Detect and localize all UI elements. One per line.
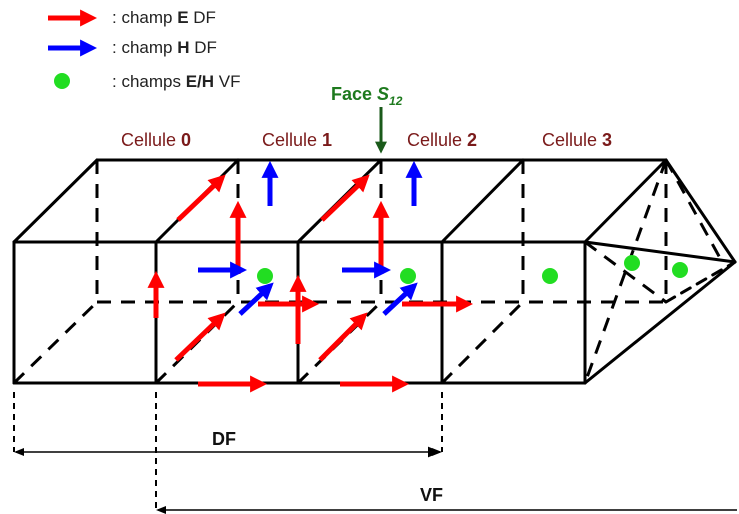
df-dimension: DF [13,392,443,458]
e-arrow-icon [320,174,370,222]
face-s12-annotation: Face S12 [331,84,403,154]
vf-dots [257,255,688,284]
h-arrow-icon [382,282,418,316]
vf-dot-icon [672,262,688,278]
cell-label-3: Cellule 3 [542,130,612,150]
e-arrow-icon [174,312,226,362]
vf-dot-icon [624,255,640,271]
face-s12-label: Face S12 [331,84,403,108]
e-field-arrows [147,174,474,393]
cell-label-2: Cellule 2 [407,130,477,150]
legend-e-label: : champ E DF [112,8,216,27]
cell-label-1: Cellule 1 [262,130,332,150]
vf-dot-icon [400,268,416,284]
cell-label-0: Cellule 0 [121,130,191,150]
legend-vf-label: : champs E/H VF [112,72,241,91]
cell-labels: Cellule 0 Cellule 1 Cellule 2 Cellule 3 [121,130,612,150]
vf-dimension: VF [155,392,737,514]
vf-dot-icon [257,268,273,284]
legend-vf-dot-icon [54,73,70,89]
h-field-arrows [198,160,423,316]
e-arrow-icon [176,174,226,222]
h-arrow-icon [238,282,274,316]
vf-label: VF [420,485,443,505]
legend: : champ E DF : champ H DF : champs E/H V… [48,8,241,91]
vf-dot-icon [542,268,558,284]
e-arrow-icon [318,312,368,362]
df-label: DF [212,429,236,449]
legend-h-label: : champ H DF [112,38,217,57]
